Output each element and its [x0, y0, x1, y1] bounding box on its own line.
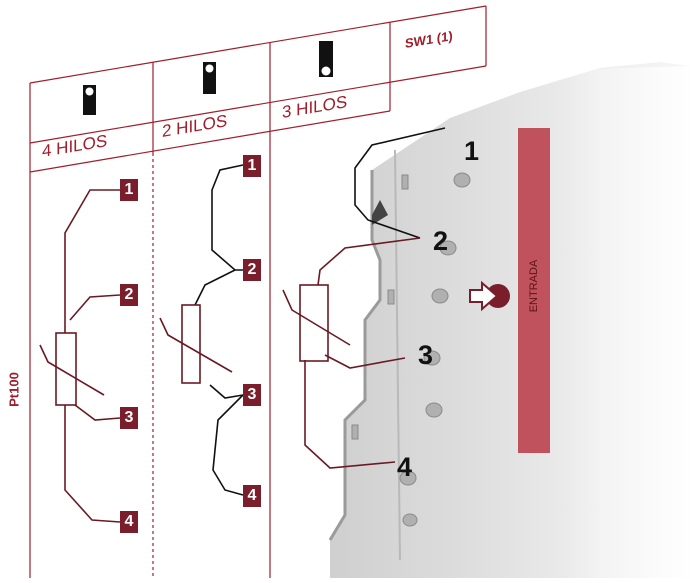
entrada-bar	[518, 128, 550, 453]
four-wire-circuit	[39, 189, 121, 523]
switch-position-icon	[319, 41, 333, 77]
header-table	[29, 5, 487, 578]
switch-position-icon	[203, 62, 216, 94]
thermistor-icon	[282, 284, 351, 362]
three-wire-circuit	[282, 127, 446, 469]
terminal-screws	[351, 172, 471, 527]
thermistor-icon	[39, 332, 105, 406]
two-wire-circuit	[194, 164, 244, 496]
switch-position-icon	[83, 85, 96, 115]
thermistor-icon	[159, 304, 233, 384]
terminal-block-device	[328, 62, 690, 578]
arrow-right-icon	[469, 280, 499, 312]
